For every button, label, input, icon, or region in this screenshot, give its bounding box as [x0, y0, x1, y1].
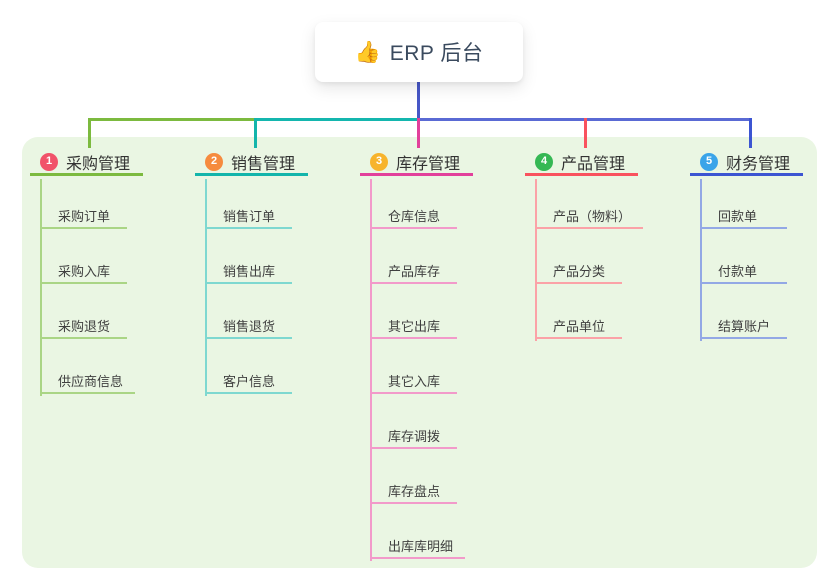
branch-label: 库存管理	[396, 155, 461, 173]
branch-label: 采购管理	[66, 155, 131, 173]
branch-children-line	[40, 179, 42, 396]
child-node-销售退货[interactable]: 销售退货	[205, 315, 292, 339]
child-node-出库库明细[interactable]: 出库库明细	[370, 535, 466, 559]
child-node-销售出库[interactable]: 销售出库	[205, 260, 292, 284]
branch-node-财务管理[interactable]: 5 财务管理	[690, 150, 803, 176]
branches-panel	[22, 137, 817, 568]
branch-number-badge: 3	[370, 152, 388, 171]
child-node-其它出库[interactable]: 其它出库	[370, 315, 457, 339]
child-node-销售订单[interactable]: 销售订单	[205, 205, 292, 229]
child-node-回款单[interactable]: 回款单	[700, 205, 787, 229]
branch-label: 财务管理	[726, 155, 791, 173]
child-node-采购入库[interactable]: 采购入库	[40, 260, 127, 284]
child-node-付款单[interactable]: 付款单	[700, 260, 787, 284]
child-node-产品库存[interactable]: 产品库存	[370, 260, 457, 284]
root-node[interactable]: 👍 ERP 后台	[315, 22, 523, 82]
branch-number-badge: 1	[40, 152, 58, 171]
branch-drop-line	[417, 118, 420, 148]
branch-drop-line	[254, 118, 257, 148]
child-node-其它入库[interactable]: 其它入库	[370, 370, 457, 394]
root-node-label: ERP 后台	[389, 42, 484, 65]
thumbs-up-icon: 👍	[354, 40, 381, 64]
child-node-采购订单[interactable]: 采购订单	[40, 205, 127, 229]
branch-label: 销售管理	[231, 155, 296, 173]
branch-node-采购管理[interactable]: 1 采购管理	[30, 150, 143, 176]
branch-drop-line	[749, 118, 752, 148]
branch-children-line	[700, 179, 702, 341]
child-node-产品（物料）[interactable]: 产品（物料）	[535, 205, 644, 229]
child-node-产品分类[interactable]: 产品分类	[535, 260, 622, 284]
child-node-结算账户[interactable]: 结算账户	[700, 315, 787, 339]
branch-node-库存管理[interactable]: 3 库存管理	[360, 150, 473, 176]
branch-label: 产品管理	[561, 155, 626, 173]
branch-node-销售管理[interactable]: 2 销售管理	[195, 150, 308, 176]
branch-drop-line	[88, 118, 91, 148]
trunk-segment-line	[88, 118, 256, 121]
branch-children-line	[535, 179, 537, 341]
root-connector-line	[417, 82, 420, 118]
branch-drop-line	[584, 118, 587, 148]
branch-children-line	[370, 179, 372, 561]
branch-number-badge: 2	[205, 152, 223, 171]
branch-children-line	[205, 179, 207, 396]
child-node-产品单位[interactable]: 产品单位	[535, 315, 622, 339]
child-node-仓库信息[interactable]: 仓库信息	[370, 205, 457, 229]
child-node-供应商信息[interactable]: 供应商信息	[40, 370, 136, 394]
child-node-库存调拨[interactable]: 库存调拨	[370, 425, 457, 449]
trunk-segment-line	[254, 118, 419, 121]
branch-node-产品管理[interactable]: 4 产品管理	[525, 150, 638, 176]
child-node-采购退货[interactable]: 采购退货	[40, 315, 127, 339]
branch-number-badge: 5	[700, 152, 718, 171]
child-node-客户信息[interactable]: 客户信息	[205, 370, 292, 394]
child-node-库存盘点[interactable]: 库存盘点	[370, 480, 457, 504]
branch-number-badge: 4	[535, 152, 553, 171]
